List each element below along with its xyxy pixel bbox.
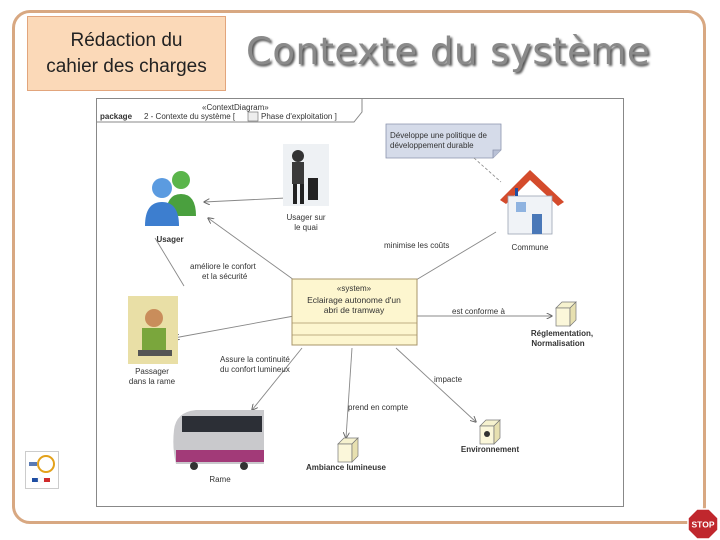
diagram-frame-name: 2 - Contexte du système [ (144, 112, 236, 121)
diagram-frame-phase: Phase d'exploitation ] (261, 112, 337, 121)
passenger-icon (128, 296, 178, 364)
link-environnement (395, 347, 476, 422)
system-stereotype: «system» (337, 284, 372, 293)
diagram-stereotype: «ContextDiagram» (202, 103, 269, 112)
regulation-block-icon (555, 301, 577, 327)
association-lines (154, 197, 552, 438)
link-label-assure-line2: du confort lumineux (220, 365, 290, 374)
note-text-line2: développement durable (390, 141, 474, 150)
actor-reglementation-line1: Réglementation, (531, 329, 593, 338)
actor-ambiance-label: Ambiance lumineuse (306, 463, 387, 472)
link-label-conforme: est conforme à (452, 307, 505, 316)
link-quai-usager (204, 197, 287, 202)
link-label-minimise: minimise les coûts (384, 241, 449, 250)
environment-block-icon (479, 419, 501, 445)
section-tag-line1: Rédaction du (70, 29, 183, 51)
actor-passager-line2: dans la rame (129, 377, 176, 386)
system-name-line2: abri de tramway (324, 305, 385, 315)
note-anchor (473, 157, 502, 183)
diagram-frame-keyword: package (100, 112, 133, 121)
ambiance-block-icon (337, 437, 359, 463)
tram-icon (173, 410, 264, 470)
context-diagram: «ContextDiagram» package 2 - Contexte du… (96, 98, 624, 507)
link-label-ameliore-line2: et la sécurité (202, 272, 248, 281)
link-usager-quai (208, 218, 295, 281)
note-text-line1: Développe une politique de (390, 131, 488, 140)
phase-icon (247, 111, 259, 122)
system-block: «system» Eclairage autonome d'un abri de… (291, 278, 418, 346)
actor-usager-label: Usager (156, 235, 183, 244)
link-usager-passager (154, 237, 185, 287)
users-icon (145, 171, 196, 226)
note-box: Développe une politique de développement… (385, 123, 502, 159)
link-commune (415, 231, 497, 281)
school-logo-icon (29, 455, 55, 483)
link-rame (252, 347, 303, 410)
link-passager (174, 315, 295, 338)
link-ambiance (346, 347, 353, 438)
section-tag: Rédaction du cahier des charges (27, 16, 226, 91)
link-label-prend: prend en compte (348, 403, 409, 412)
actor-rame-label: Rame (209, 475, 231, 484)
actor-passager-line1: Passager (135, 367, 169, 376)
slide-frame (12, 10, 706, 524)
diagram-frame-tab (96, 98, 363, 123)
actor-reglementation-line2: Normalisation (531, 339, 584, 348)
school-logo (25, 451, 59, 489)
stop-label: STOP (692, 520, 715, 530)
actor-usager-quai-line2: le quai (294, 223, 318, 232)
stop-icon[interactable]: STOP (687, 508, 719, 540)
actor-usager-quai-line1: Usager sur (286, 213, 325, 222)
actor-environnement-label: Environnement (461, 445, 520, 454)
person-on-platform-icon (283, 144, 329, 206)
house-icon (500, 170, 564, 235)
link-label-assure-line1: Assure la continuité (220, 355, 290, 364)
slide-title: Contexte du système (246, 30, 651, 73)
system-name-line1: Eclairage autonome d'un (307, 295, 401, 305)
actor-commune-label: Commune (512, 243, 549, 252)
link-label-impacte: impacte (434, 375, 463, 384)
section-tag-line2: cahier des charges (46, 55, 207, 77)
link-label-ameliore-line1: améliore le confort (190, 262, 257, 271)
